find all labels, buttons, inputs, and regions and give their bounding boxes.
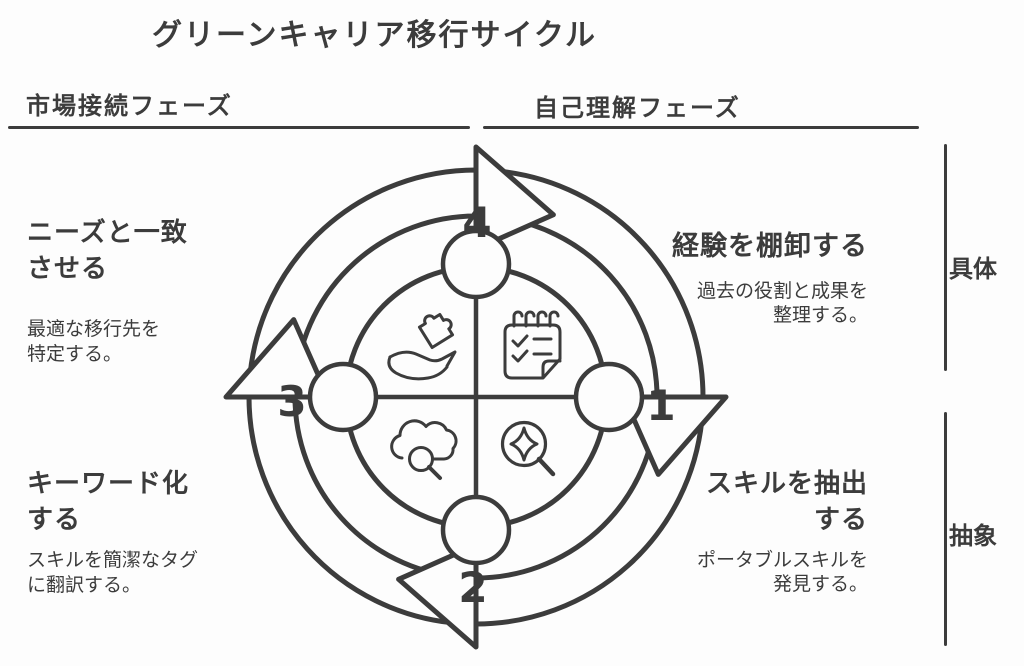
phase-label-self-understanding: 自己理解フェーズ <box>534 94 741 122</box>
phase-right-underline <box>483 126 919 129</box>
block-title-inventory-experience: 経験を棚卸する <box>672 231 868 262</box>
axis-label-abstract: 抽象 <box>949 522 997 550</box>
cycle-arrowhead-right <box>621 394 729 477</box>
block-title-match-needs: ニーズと一致 させる <box>27 218 188 284</box>
hub-notch-circles <box>307 228 645 566</box>
block-body-keywordize: スキルを簡潔なタグ に翻訳する。 <box>27 549 199 596</box>
phase-label-market-connection: 市場接続フェーズ <box>26 92 233 120</box>
page-title: グリーンキャリア移行サイクル <box>152 18 597 53</box>
block-body-inventory-experience: 過去の役割と成果を 整理する。 <box>696 280 868 326</box>
cycle-step-number-2: 2 <box>458 563 488 612</box>
cycle-arrow-bodies <box>246 167 706 627</box>
block-title-keywordize: キーワード化 する <box>27 469 190 535</box>
cycle-arrowhead-left <box>223 317 331 400</box>
block-body-match-needs: 最適な移行先を 特定する。 <box>27 318 161 365</box>
phase-left-underline <box>8 126 470 129</box>
abstract-axis-line <box>944 412 947 646</box>
hand-holding-puzzle-icon <box>387 312 457 381</box>
axis-label-concrete: 具体 <box>949 255 997 283</box>
cycle-arrowhead-top <box>473 144 556 252</box>
cycle-arrow-heads <box>223 144 729 650</box>
quadrant-divider-lines <box>345 266 607 528</box>
cycle-step-number-4: 4 <box>462 198 492 247</box>
cycle-step-number-3: 3 <box>277 377 307 426</box>
sparkle-search-icon <box>500 420 556 477</box>
checklist-note-icon <box>503 310 562 380</box>
block-title-extract-skills: スキルを抽出 する <box>705 469 868 535</box>
concrete-axis-line <box>944 144 947 371</box>
block-body-extract-skills: ポータブルスキルを 発見する。 <box>696 549 868 595</box>
cycle-arrowhead-bottom <box>396 542 479 650</box>
cloud-search-icon <box>390 419 458 480</box>
cycle-step-number-1: 1 <box>646 381 676 430</box>
